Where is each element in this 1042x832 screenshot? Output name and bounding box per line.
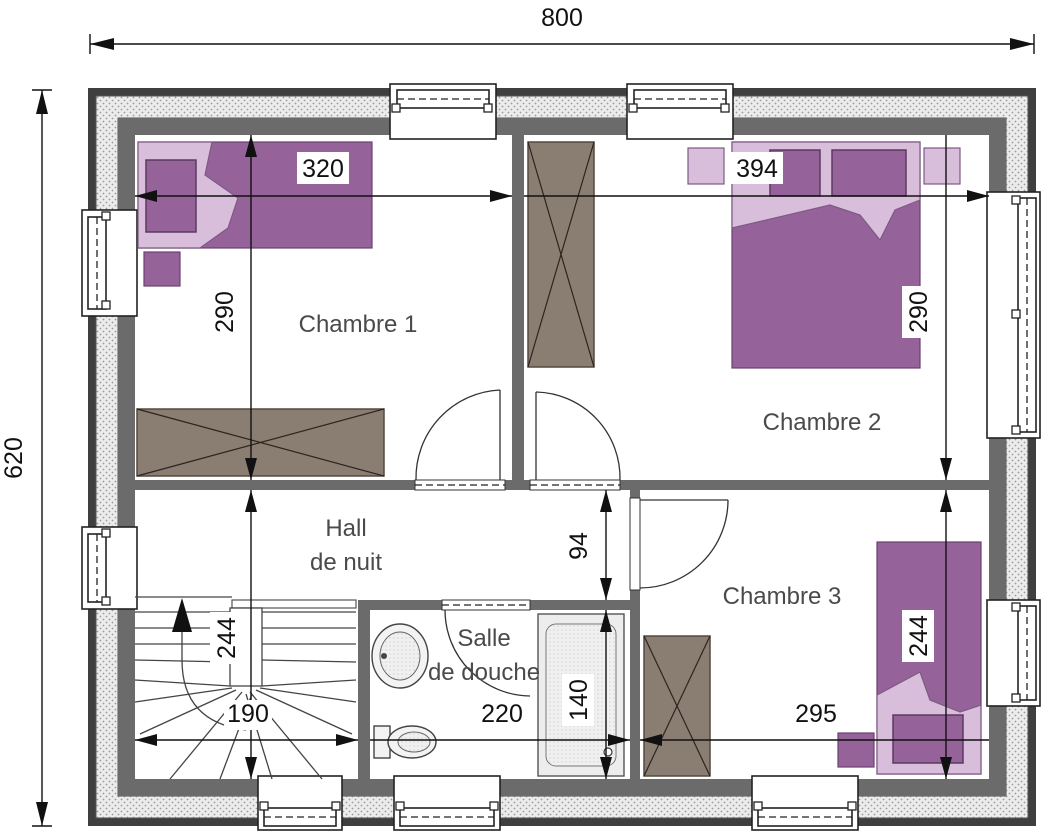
dim-stair-depth: 244 (213, 617, 241, 659)
dimension-lines (32, 34, 1035, 827)
window-right-upper (986, 191, 1041, 439)
room-label-chambre-2: Chambre 2 (763, 409, 882, 436)
room-label-hall-line-1: Hall (325, 515, 366, 542)
window-top-left (389, 83, 497, 140)
interior-walls (135, 135, 989, 779)
toilet (373, 725, 437, 759)
room-label-chambre-3: Chambre 3 (723, 583, 842, 610)
window-bottom-middle (393, 775, 501, 831)
bed-chambre-1 (137, 141, 373, 287)
window-left-lower (81, 526, 138, 610)
window-right-lower (986, 599, 1041, 707)
staircase (134, 596, 357, 780)
door-chambre-2 (535, 391, 621, 481)
dim-chambre-3-width: 295 (795, 700, 837, 728)
room-label-hall-line-2: de nuit (310, 549, 382, 576)
wardrobe-chambre-1 (136, 408, 385, 477)
room-labels: Chambre 1 Chambre 2 Chambre 3 Hall de nu… (299, 311, 882, 686)
dim-chambre-1-width: 320 (302, 155, 344, 183)
window-bottom-right (751, 775, 859, 831)
dim-overall-width: 800 (541, 4, 583, 32)
door-chambre-1 (415, 389, 501, 481)
dim-salle-width: 220 (481, 700, 523, 728)
dim-chambre-3-depth: 244 (905, 615, 933, 657)
dim-salle-depth: 140 (565, 679, 593, 721)
wardrobe-chambre-3 (643, 635, 711, 777)
dimension-labels: 800 620 320 394 290 290 94 244 190 220 1… (0, 4, 933, 728)
sink (371, 623, 429, 689)
dim-overall-depth: 620 (0, 437, 28, 479)
dim-hall-depth: 94 (565, 532, 593, 560)
door-thresholds (414, 479, 621, 611)
room-label-chambre-1: Chambre 1 (299, 311, 418, 338)
door-chambre-3 (629, 497, 729, 591)
door-salle-de-douche (444, 609, 531, 697)
room-label-salle-line-2: de douche (428, 659, 540, 686)
dim-chambre-1-depth: 290 (211, 291, 239, 333)
dim-stair-width: 190 (227, 700, 269, 728)
label-backgrounds (208, 152, 934, 730)
window-bottom-left (257, 775, 343, 831)
dim-chambre-2-width: 394 (736, 155, 778, 183)
wardrobe-chambre-2 (527, 141, 595, 368)
room-label-salle-line-1: Salle (457, 625, 510, 652)
window-left-upper (81, 209, 138, 317)
dim-chambre-2-depth: 290 (905, 291, 933, 333)
window-top-right (626, 83, 734, 140)
